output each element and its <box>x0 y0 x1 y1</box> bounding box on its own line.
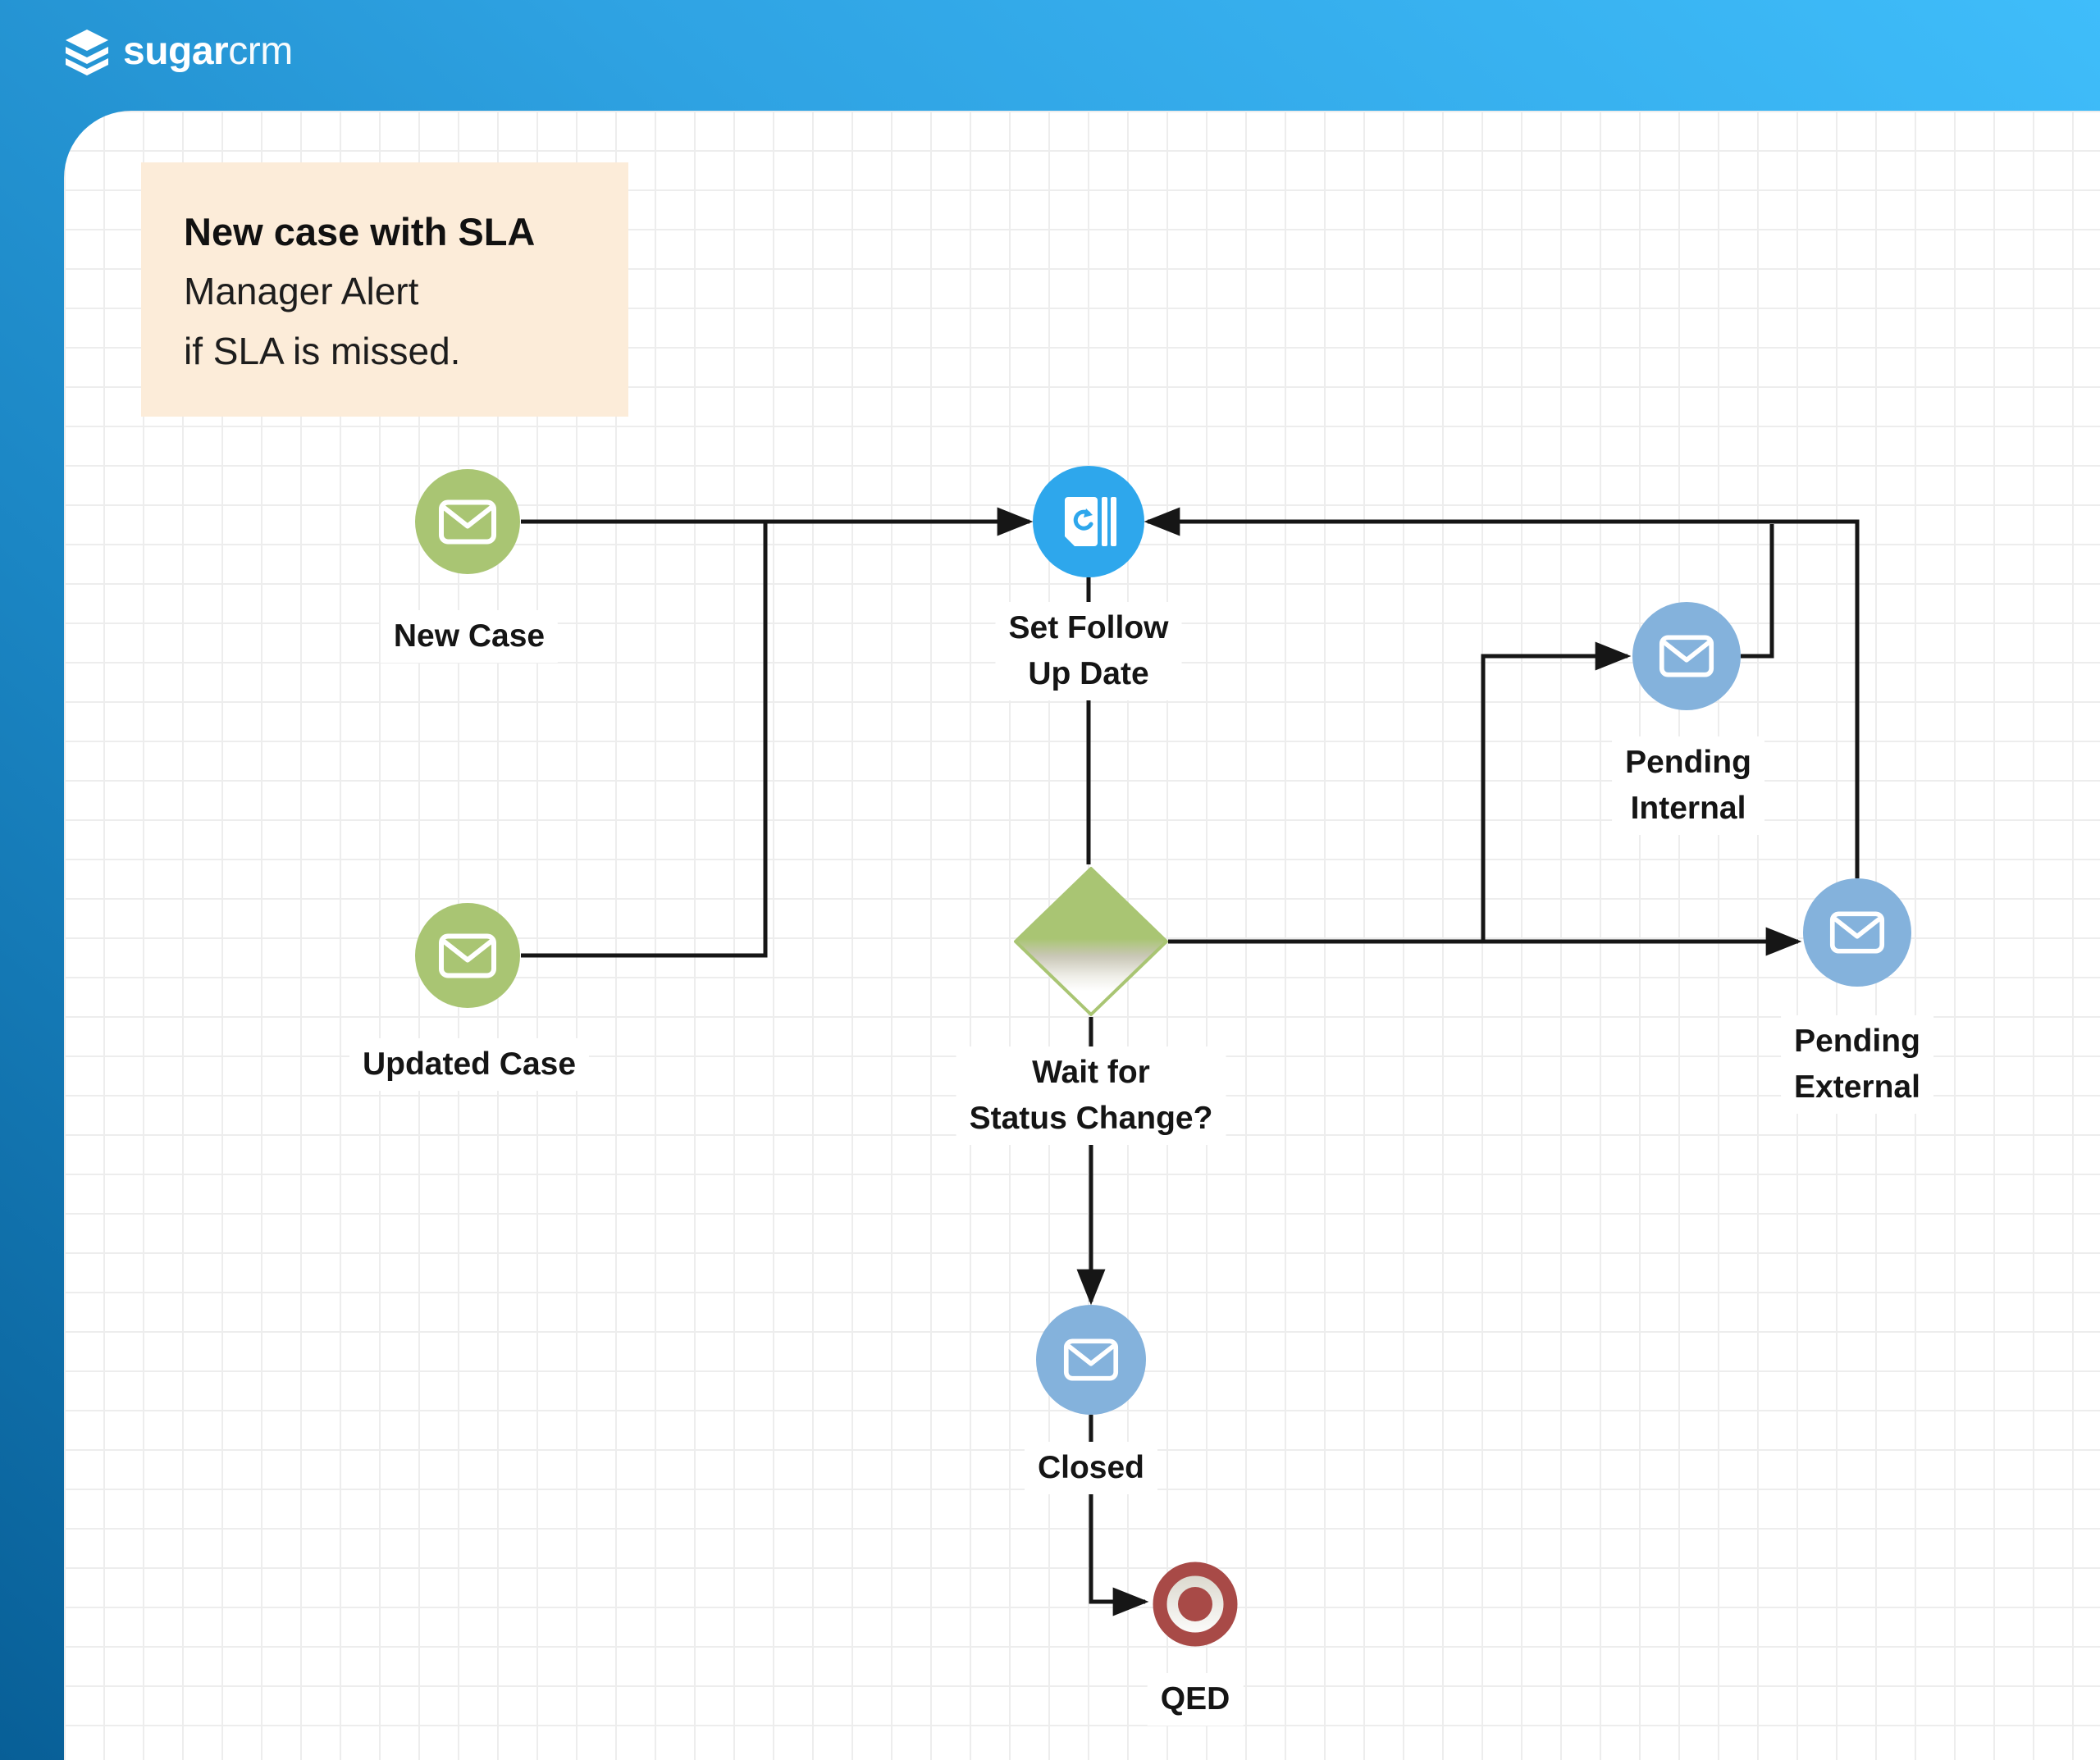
note-line: if SLA is missed. <box>184 330 461 372</box>
node-label-updated-case: Updated Case <box>349 1038 590 1091</box>
connector-updated-case-join <box>521 522 768 958</box>
note-title: New case with SLA <box>184 210 536 253</box>
node-closed[interactable] <box>1036 1305 1146 1415</box>
envelope-icon <box>1063 1338 1119 1381</box>
node-pending-external[interactable] <box>1803 878 1911 987</box>
envelope-icon <box>1659 635 1714 677</box>
end-event-dot <box>1178 1587 1212 1621</box>
node-label-pending-internal: Pending Internal <box>1612 736 1764 835</box>
connector-pending-external-return <box>1144 507 1860 878</box>
brand-name-bold: sugar <box>123 30 229 73</box>
node-label-new-case: New Case <box>380 610 559 663</box>
sugarcrm-logo: sugarcrm <box>62 26 293 77</box>
annotation-note: New case with SLA Manager Alert if SLA i… <box>141 162 628 417</box>
gateway-diamond <box>1014 867 1168 1016</box>
node-wait-for-status-change[interactable] <box>1013 866 1169 1017</box>
brand-name-light: crm <box>228 30 293 73</box>
envelope-icon <box>1829 911 1885 954</box>
sugarcrm-layers-icon <box>66 30 108 75</box>
node-new-case[interactable] <box>415 469 520 574</box>
node-label-set-follow-up: Set Follow Up Date <box>995 602 1182 700</box>
note-line: Manager Alert <box>184 270 419 312</box>
brand-name: sugarcrm <box>123 32 293 71</box>
node-qed-end[interactable] <box>1153 1562 1238 1647</box>
node-pending-internal[interactable] <box>1632 602 1741 710</box>
node-set-follow-up-date[interactable] <box>1033 466 1144 577</box>
connector-pending-internal-return <box>1741 524 1774 659</box>
node-label-closed: Closed <box>1024 1442 1158 1494</box>
node-label-qed: QED <box>1147 1673 1244 1726</box>
node-updated-case[interactable] <box>415 903 520 1008</box>
connector-branch-to-pending-internal <box>1481 641 1632 942</box>
node-label-pending-external: Pending External <box>1781 1015 1933 1114</box>
envelope-icon <box>439 499 496 544</box>
node-label-wait-for-status: Wait for Status Change? <box>956 1046 1226 1145</box>
change-field-icon <box>1065 497 1116 546</box>
envelope-icon <box>439 933 496 978</box>
